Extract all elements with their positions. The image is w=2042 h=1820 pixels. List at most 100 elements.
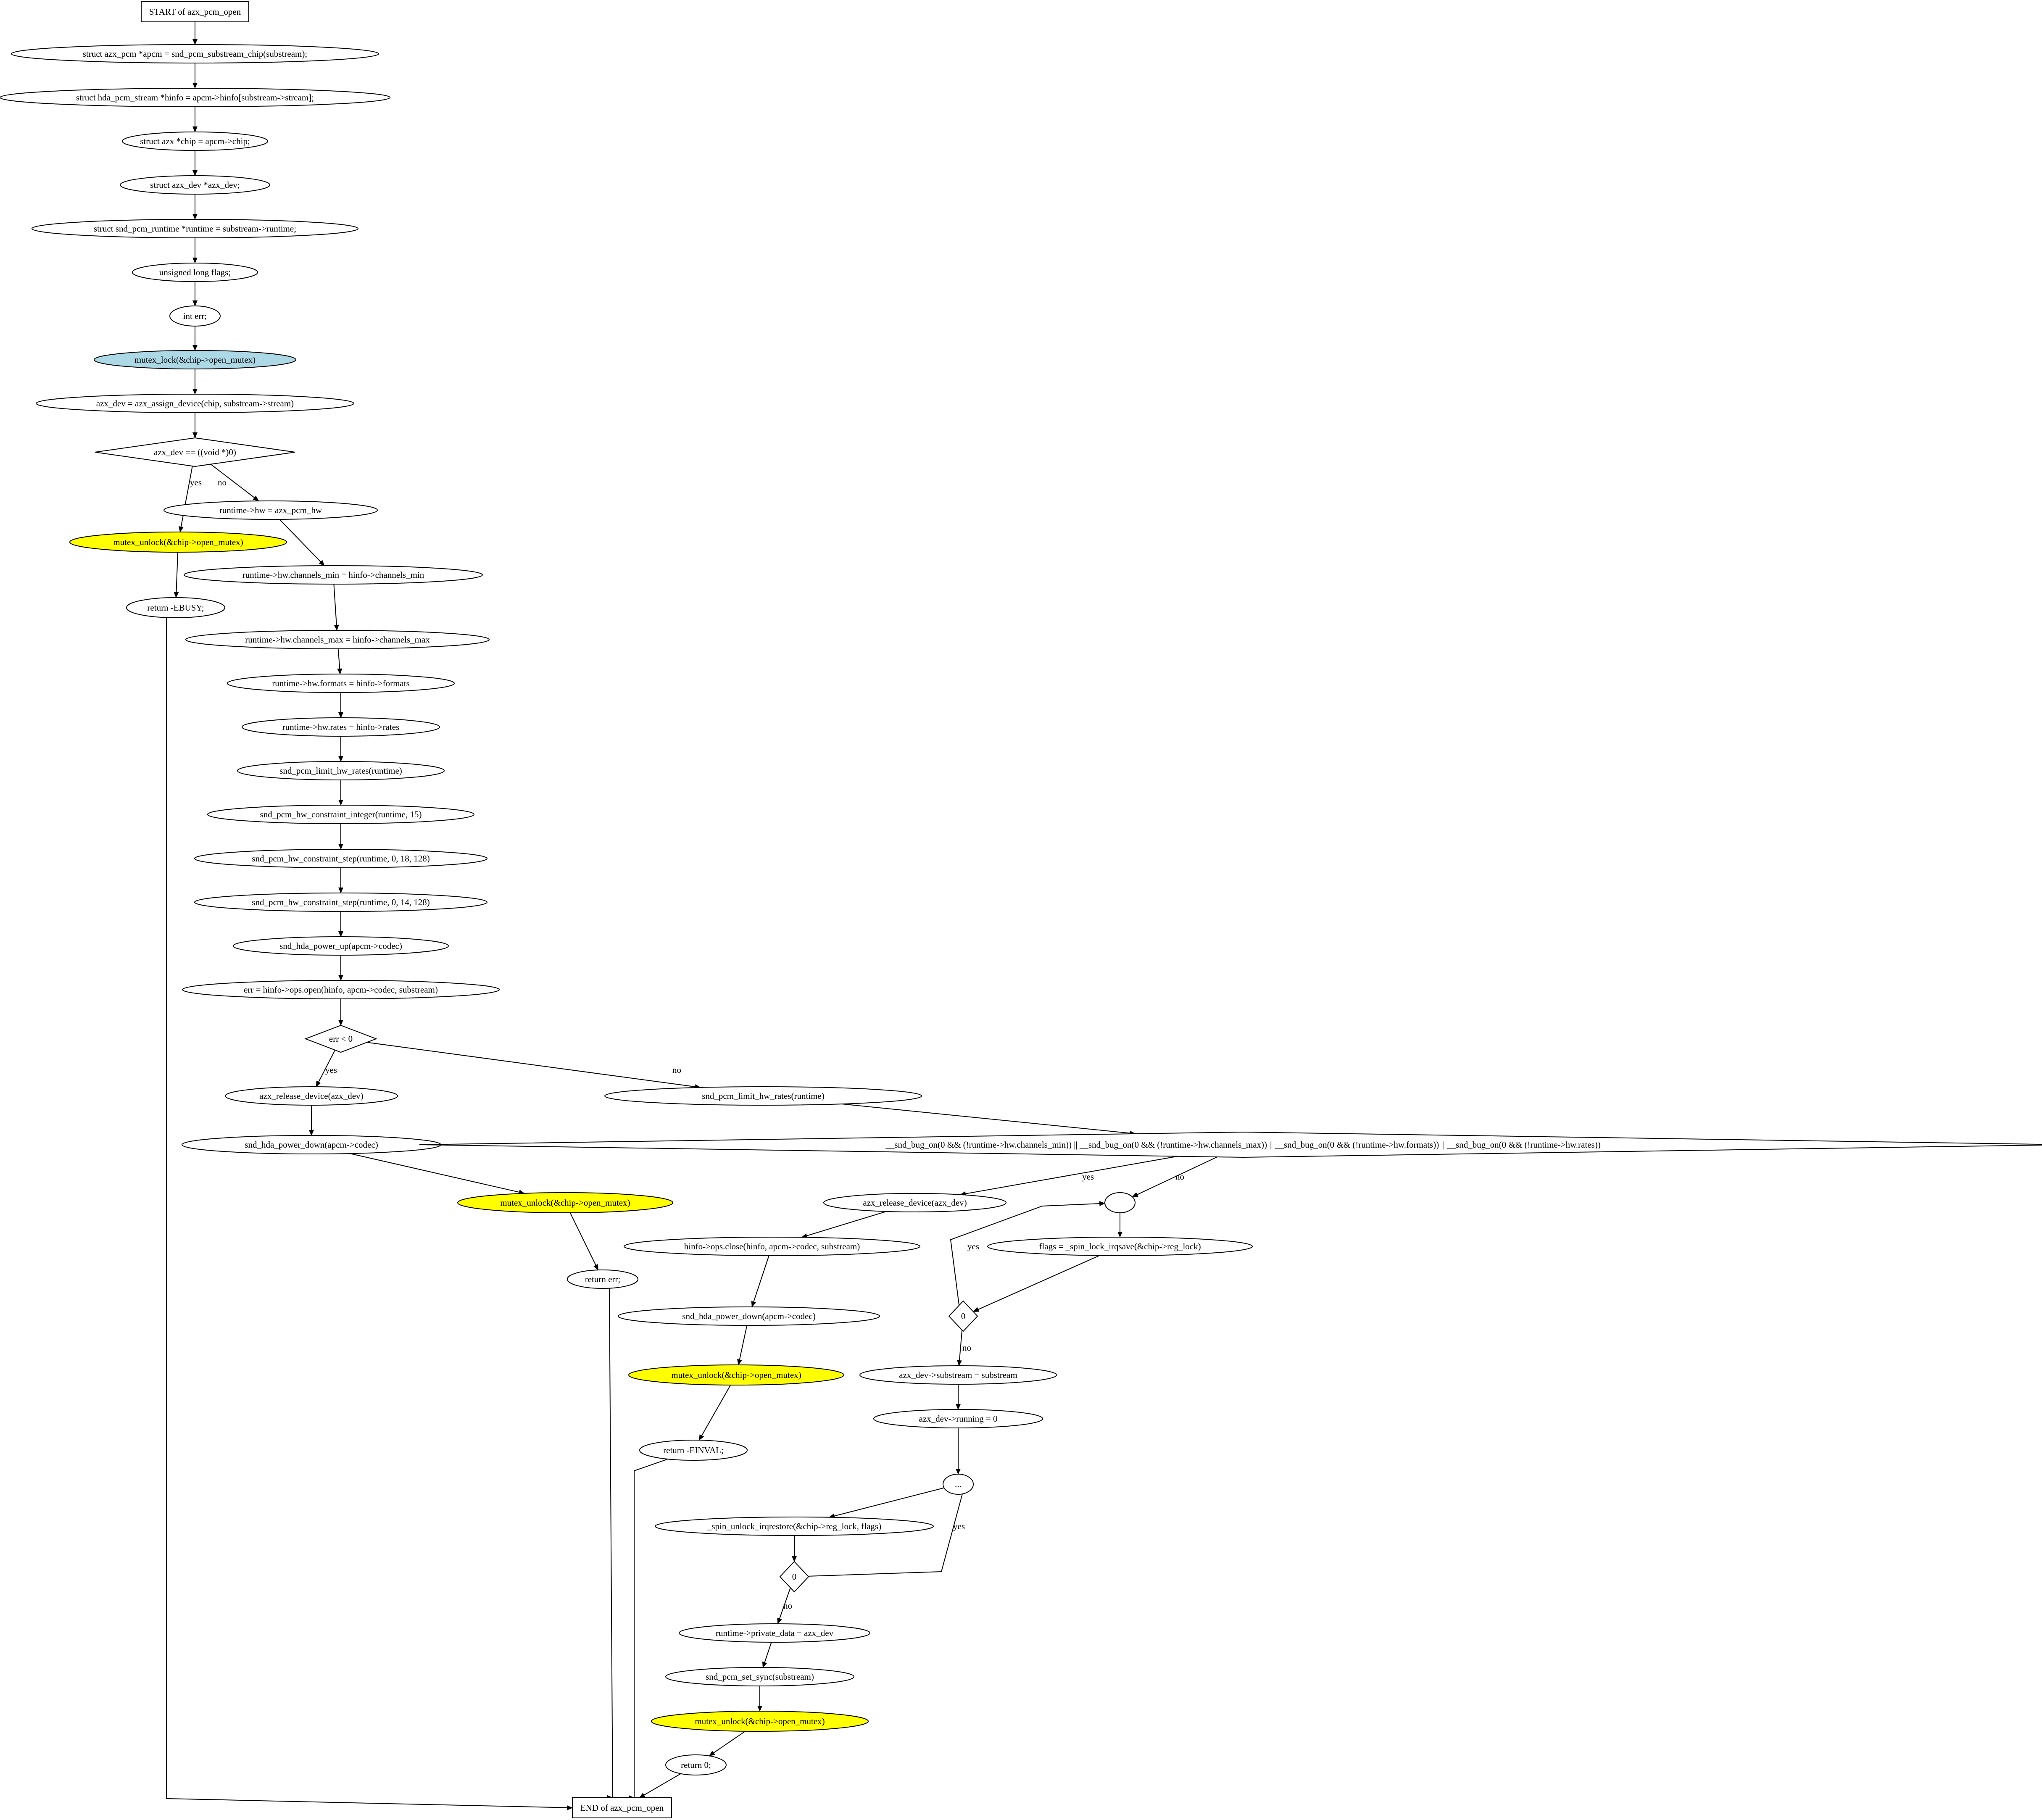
edge-n11-end: [166, 617, 573, 1810]
node-d2: err < 0: [304, 1025, 377, 1053]
ellipse-shape: [655, 1517, 934, 1536]
node-label: azx_release_device(azx_dev): [259, 1091, 363, 1101]
edge-n31-n32: [698, 1385, 731, 1441]
edge-n25-n26: [569, 1212, 599, 1271]
edge-n30-n31: [737, 1325, 748, 1365]
ellipse-shape: [679, 1623, 870, 1643]
node-label: snd_pcm_limit_hw_rates(runtime): [702, 1091, 825, 1101]
node-label: err = hinfo->ops.open(hinfo, apcm->codec…: [244, 985, 438, 995]
node-n6: unsigned long flags;: [132, 263, 258, 282]
edge-n29-n30: [751, 1255, 769, 1307]
node-n18: snd_pcm_hw_constraint_integer(runtime, 1…: [207, 805, 474, 824]
node-label: azx_dev->substream = substream: [899, 1370, 1017, 1380]
node-n23: azx_release_device(azx_dev): [225, 1086, 398, 1106]
edge-d4-n34: [957, 1330, 963, 1366]
node-n7: int err;: [169, 306, 221, 327]
ellipse-shape: [0, 88, 390, 107]
edge-n27-d3: [842, 1104, 1136, 1136]
ellipse-shape: [823, 1193, 1007, 1212]
ellipse-shape: [225, 1086, 398, 1106]
node-label: unsigned long flags;: [159, 267, 231, 277]
ellipse-shape: [1104, 1192, 1136, 1213]
node-label: return err;: [585, 1274, 621, 1284]
node-label: mutex_unlock(&chip->open_mutex): [671, 1370, 801, 1380]
edge-n26-end: [609, 1288, 615, 1798]
node-label: snd_hda_power_down(apcm->codec): [682, 1311, 815, 1321]
node-label: azx_release_device(azx_dev): [863, 1198, 967, 1208]
ellipse-shape: [639, 1440, 748, 1461]
edge-label-d3-n28: yes: [1082, 1172, 1094, 1182]
node-n29: hinfo->ops.close(hinfo, apcm->codec, sub…: [624, 1237, 920, 1256]
node-n37: runtime->private_data = azx_dev: [679, 1623, 870, 1643]
node-label: snd_pcm_hw_constraint_integer(runtime, 1…: [260, 809, 422, 819]
ellipse-shape: [665, 1667, 854, 1686]
edge-n24-n25: [350, 1153, 525, 1195]
ellipse-shape: [859, 1365, 1057, 1385]
diamond-shape: [95, 437, 295, 467]
ellipse-shape: [943, 1474, 974, 1495]
ellipse-shape: [32, 219, 358, 238]
node-d3: __snd_bug_on(0 && (!runtime->hw.channels…: [419, 1131, 2042, 1158]
node-n32: return -EINVAL;: [639, 1440, 748, 1461]
node-label: struct snd_pcm_runtime *runtime = substr…: [94, 224, 296, 234]
edge-label-d5-n37: no: [783, 1601, 792, 1611]
node-label: flags = _spin_lock_irqsave(&chip->reg_lo…: [1039, 1241, 1201, 1251]
node-label: ...: [955, 1479, 962, 1489]
edge-n39-n40: [709, 1730, 746, 1757]
node-label: mutex_lock(&chip->open_mutex): [134, 355, 256, 365]
node-d4: 0: [948, 1300, 978, 1332]
node-n5: struct snd_pcm_runtime *runtime = substr…: [32, 219, 358, 238]
node-label: runtime->hw.rates = hinfo->rates: [282, 722, 400, 732]
ellipse-shape: [194, 849, 487, 868]
ellipse-shape: [873, 1409, 1043, 1428]
edge-n40-end: [639, 1773, 681, 1798]
node-end: END of azx_pcm_open: [572, 1797, 672, 1818]
edge-d1-n10: [178, 466, 193, 532]
ellipse-shape: [184, 565, 483, 585]
node-n12: runtime->hw = azx_pcm_hw: [163, 500, 378, 520]
edge-d2-n23: [316, 1050, 336, 1087]
edge-label-d2-n23: yes: [325, 1065, 337, 1075]
edge-label-d4-j1: yes: [967, 1241, 979, 1251]
ellipse-shape: [628, 1364, 844, 1385]
node-n40: return 0;: [665, 1754, 727, 1775]
ellipse-shape: [69, 532, 287, 553]
node-label: struct azx_dev *azx_dev;: [150, 180, 240, 190]
ellipse-shape: [237, 761, 445, 780]
ellipse-shape: [207, 805, 474, 824]
node-n10: mutex_unlock(&chip->open_mutex): [69, 532, 287, 553]
ellipse-shape: [457, 1192, 673, 1213]
node-n15: runtime->hw.formats = hinfo->formats: [227, 674, 455, 693]
ellipse-shape: [126, 597, 225, 618]
node-n8: mutex_lock(&chip->open_mutex): [94, 350, 296, 369]
node-label: snd_pcm_set_sync(substream): [706, 1672, 814, 1682]
edge-d2-n27: [366, 1042, 701, 1090]
edge-label-d2-n27: no: [672, 1065, 681, 1075]
node-label: runtime->hw.formats = hinfo->formats: [272, 678, 410, 688]
ellipse-shape: [987, 1237, 1253, 1256]
ellipse-shape: [618, 1306, 880, 1326]
node-label: runtime->private_data = azx_dev: [716, 1628, 834, 1638]
edge-label-d3-j1: no: [1175, 1172, 1184, 1182]
ellipse-shape: [132, 263, 258, 282]
node-n4: struct azx_dev *azx_dev;: [120, 175, 270, 195]
node-label: mutex_unlock(&chip->open_mutex): [500, 1198, 630, 1208]
node-label: snd_pcm_hw_constraint_step(runtime, 0, 1…: [252, 853, 429, 864]
node-n17: snd_pcm_limit_hw_rates(runtime): [237, 761, 445, 780]
node-label: snd_hda_power_up(apcm->codec): [279, 941, 402, 951]
edge-n12-n13: [279, 519, 325, 566]
node-label: snd_pcm_limit_hw_rates(runtime): [279, 766, 402, 776]
node-j2: ...: [943, 1474, 974, 1495]
node-n13: runtime->hw.channels_min = hinfo->channe…: [184, 565, 483, 585]
ellipse-shape: [567, 1270, 638, 1289]
node-n3: struct azx *chip = apcm->chip;: [122, 132, 268, 151]
ellipse-shape: [94, 350, 296, 369]
edge-label-d1-n10: yes: [190, 477, 202, 487]
ellipse-shape: [665, 1754, 727, 1775]
ellipse-shape: [233, 936, 449, 956]
node-label: 0: [792, 1572, 797, 1582]
edge-n14-n15: [337, 648, 343, 674]
node-label: runtime->hw.channels_min = hinfo->channe…: [242, 570, 424, 580]
node-n20: snd_pcm_hw_constraint_step(runtime, 0, 1…: [194, 893, 487, 912]
